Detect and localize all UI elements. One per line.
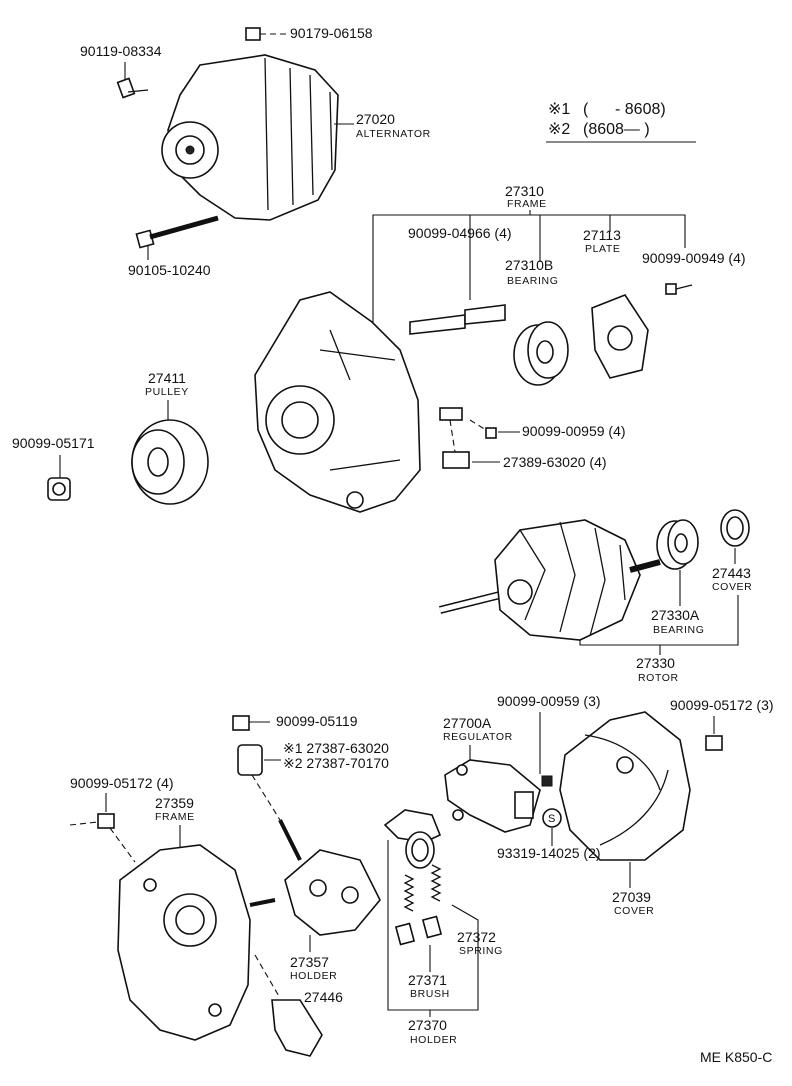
alternator-body-drawing	[167, 54, 339, 221]
bearing-27330A-drawing	[656, 519, 699, 570]
legend-row2-mark: ※2	[548, 121, 570, 138]
legend-row1-mark: ※1	[548, 101, 570, 118]
label-27330A: 27330A	[651, 607, 700, 623]
label-90099-00949: 90099-00949 (4)	[642, 250, 746, 266]
screw-90099-00959-3-drawing	[541, 775, 553, 787]
holder-27357-drawing	[278, 819, 381, 936]
alternator-fins-drawing	[264, 57, 333, 211]
label-90099-00959-4: 90099-00959 (4)	[522, 423, 626, 439]
label-holder-27357: HOLDER	[290, 970, 337, 982]
screw-90099-00949-drawing	[665, 283, 693, 295]
screw-s-mark: S	[548, 813, 555, 825]
nut-90179-drawing	[245, 27, 290, 41]
bolt-90105-drawing	[135, 215, 219, 249]
label-27372: 27372	[457, 929, 496, 945]
springs-27372-drawing	[403, 864, 442, 912]
label-27443: 27443	[712, 565, 751, 581]
label-93319-14025: 93319-14025 (2)	[497, 845, 601, 861]
label-27387-2: ※2 27387-70170	[283, 755, 389, 771]
legend: ※1 ( - 8608) ※2 (8608— )	[546, 101, 696, 143]
rotor-drawing	[439, 519, 661, 641]
label-frame-top: FRAME	[507, 198, 547, 210]
label-plate: PLATE	[585, 243, 620, 255]
label-90099-05119: 90099-05119	[276, 713, 358, 729]
label-27020: 27020	[356, 111, 395, 127]
legend-row1-range: ( - 8608)	[583, 101, 666, 118]
bearing-27310B-drawing	[513, 321, 569, 386]
label-27389-63020: 27389-63020 (4)	[503, 454, 607, 470]
label-27371: 27371	[408, 972, 447, 988]
rotor-bracket-line	[579, 595, 739, 646]
brush-holder-27370-drawing	[383, 809, 442, 869]
label-27039: 27039	[612, 889, 651, 905]
label-alternator: ALTERNATOR	[356, 128, 431, 140]
label-bearing-rotor: BEARING	[653, 624, 704, 636]
pulley-27411-drawing	[131, 419, 209, 505]
label-27310: 27310	[505, 183, 544, 199]
terminal-drawing	[439, 407, 497, 469]
label-27310B: 27310B	[505, 257, 553, 273]
footer-code: ME K850-C	[700, 1049, 772, 1065]
nut-90099-05172-4-drawing	[69, 813, 136, 863]
label-27387-1: ※1 27387-63020	[283, 740, 389, 756]
label-90119-08334: 90119-08334	[80, 43, 162, 59]
label-pulley: PULLEY	[145, 386, 189, 398]
stud-90099-04966-drawing	[409, 304, 506, 335]
label-90099-00959-3: 90099-00959 (3)	[497, 693, 601, 709]
label-27330: 27330	[636, 655, 675, 671]
holder-bracket-line	[387, 840, 479, 1011]
label-bearing-top: BEARING	[507, 275, 558, 287]
screw-93319-drawing: S	[542, 808, 562, 828]
nut-90099-05172-3-drawing	[705, 735, 723, 751]
label-cover-bottom: COVER	[614, 905, 654, 917]
label-90099-05172-3: 90099-05172 (3)	[670, 697, 774, 713]
label-regulator: REGULATOR	[443, 731, 513, 743]
regulator-27700A-drawing	[444, 759, 541, 833]
label-rotor: ROTOR	[638, 672, 679, 684]
part-27446-drawing	[254, 954, 323, 1057]
frame-27359-drawing	[117, 844, 276, 1041]
label-27370: 27370	[408, 1017, 447, 1033]
label-cover-rotor: COVER	[712, 581, 752, 593]
label-holder-27370: HOLDER	[410, 1034, 457, 1046]
label-spring: SPRING	[459, 945, 503, 957]
label-90099-05172-4: 90099-05172 (4)	[70, 775, 174, 791]
frame-drawing	[254, 291, 421, 513]
alternator-assembly	[116, 27, 339, 249]
nut-90099-05171-drawing	[47, 477, 71, 501]
label-90099-05171: 90099-05171	[12, 435, 95, 451]
label-27113: 27113	[583, 227, 621, 243]
label-27700A: 27700A	[443, 715, 492, 731]
cap-27387-drawing	[237, 744, 281, 821]
cover-27039-drawing	[559, 711, 691, 861]
brushes-27371-drawing	[394, 915, 443, 946]
label-27411: 27411	[148, 370, 186, 386]
label-90099-04966: 90099-04966 (4)	[408, 225, 512, 241]
label-90179-06158: 90179-06158	[290, 25, 373, 41]
label-frame-bottom: FRAME	[155, 811, 195, 823]
label-90105-10240: 90105-10240	[128, 262, 211, 278]
label-27446: 27446	[304, 989, 343, 1005]
nut-90099-05119-drawing	[232, 715, 270, 731]
legend-row2-range: (8608— )	[583, 121, 650, 138]
frame-bracket-line	[372, 214, 686, 330]
plate-27113-drawing	[591, 294, 649, 379]
label-brush: BRUSH	[410, 988, 450, 1000]
label-27359: 27359	[155, 795, 194, 811]
label-27357: 27357	[290, 954, 329, 970]
cover-27443-drawing	[720, 509, 750, 547]
bolt-90119-drawing	[116, 77, 149, 99]
